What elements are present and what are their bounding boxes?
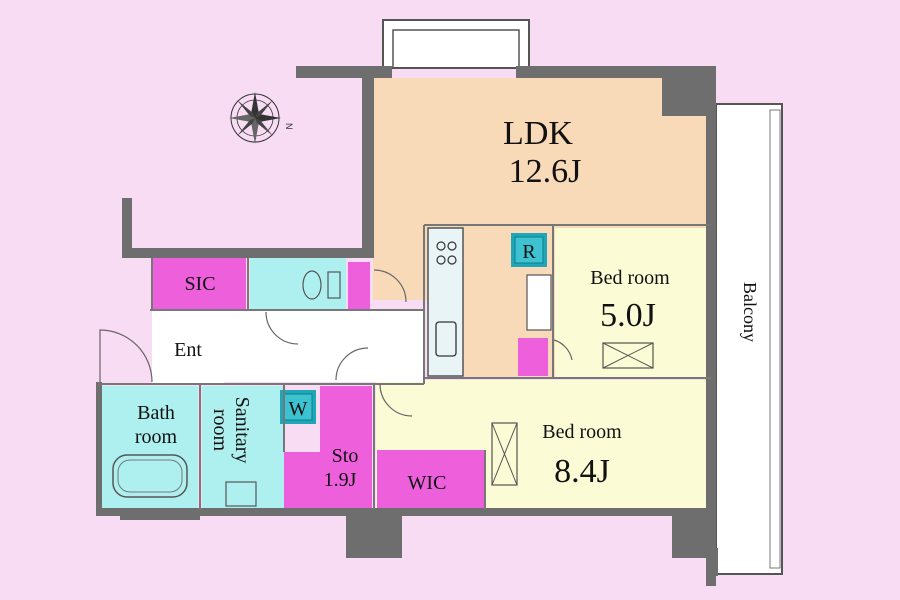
ldk-label: LDK	[503, 115, 573, 152]
sanitary-label-line1: Sanitary	[231, 397, 253, 464]
ceiling-light-icon	[491, 422, 518, 486]
storage-room: Sto 1.9J	[284, 386, 372, 510]
sic-label: SIC	[184, 273, 215, 295]
bedroom-2-size: 8.4J	[554, 453, 610, 490]
washer-label: W	[289, 398, 308, 420]
balcony: Balcony	[715, 103, 783, 575]
washer-badge: W	[280, 390, 316, 424]
bath-room: Bath room	[100, 386, 198, 510]
storage-label: Sto	[332, 445, 359, 467]
stove-burner-icon	[436, 255, 446, 265]
balcony-label: Balcony	[740, 282, 760, 342]
top-bay-window	[382, 19, 530, 69]
bedroom-2-label: Bed room	[542, 421, 622, 443]
compass-icon: N	[229, 92, 294, 144]
bath-label-line2: room	[135, 426, 178, 448]
ldk-room: LDK 12.6J	[373, 78, 711, 378]
stove-burner-icon	[436, 241, 446, 251]
washbasin-icon	[225, 481, 257, 507]
toilet-icon	[302, 270, 322, 300]
storage-size: 1.9J	[324, 469, 357, 491]
bath-label-line1: Bath	[137, 402, 175, 424]
pantry-closet	[526, 274, 552, 331]
bedroom-1: Bed room 5.0J	[555, 228, 711, 378]
refrigerator-badge: R	[511, 233, 547, 267]
door-swings	[265, 269, 573, 417]
shoe-in-closet: SIC	[152, 258, 246, 310]
kitchen-counter	[427, 227, 464, 377]
ceiling-light-icon	[602, 342, 654, 369]
entrance: Ent	[99, 318, 224, 384]
toilet-room	[250, 258, 346, 310]
sanitary-label-line2: room	[209, 409, 231, 452]
partitions	[98, 224, 711, 510]
bedroom-1-label: Bed room	[590, 267, 670, 289]
entrance-label: Ent	[174, 339, 202, 361]
stove-burner-icon	[447, 255, 457, 265]
wic-label: WIC	[408, 472, 447, 494]
walls	[96, 66, 718, 586]
bathtub-icon	[112, 454, 188, 498]
entrance-door-swing	[99, 329, 153, 383]
stove-burner-icon	[447, 241, 457, 251]
sink-icon	[435, 321, 457, 357]
walk-in-closet: WIC	[377, 450, 485, 510]
bedroom-1-size: 5.0J	[600, 297, 656, 334]
sanitary-room: Sanitary room	[202, 386, 284, 510]
bedroom-1-closet	[518, 338, 548, 376]
ldk-size: 12.6J	[509, 153, 582, 190]
refrigerator-label: R	[522, 241, 536, 263]
hall-closet	[348, 262, 370, 310]
compass-north-label: N	[284, 123, 294, 130]
